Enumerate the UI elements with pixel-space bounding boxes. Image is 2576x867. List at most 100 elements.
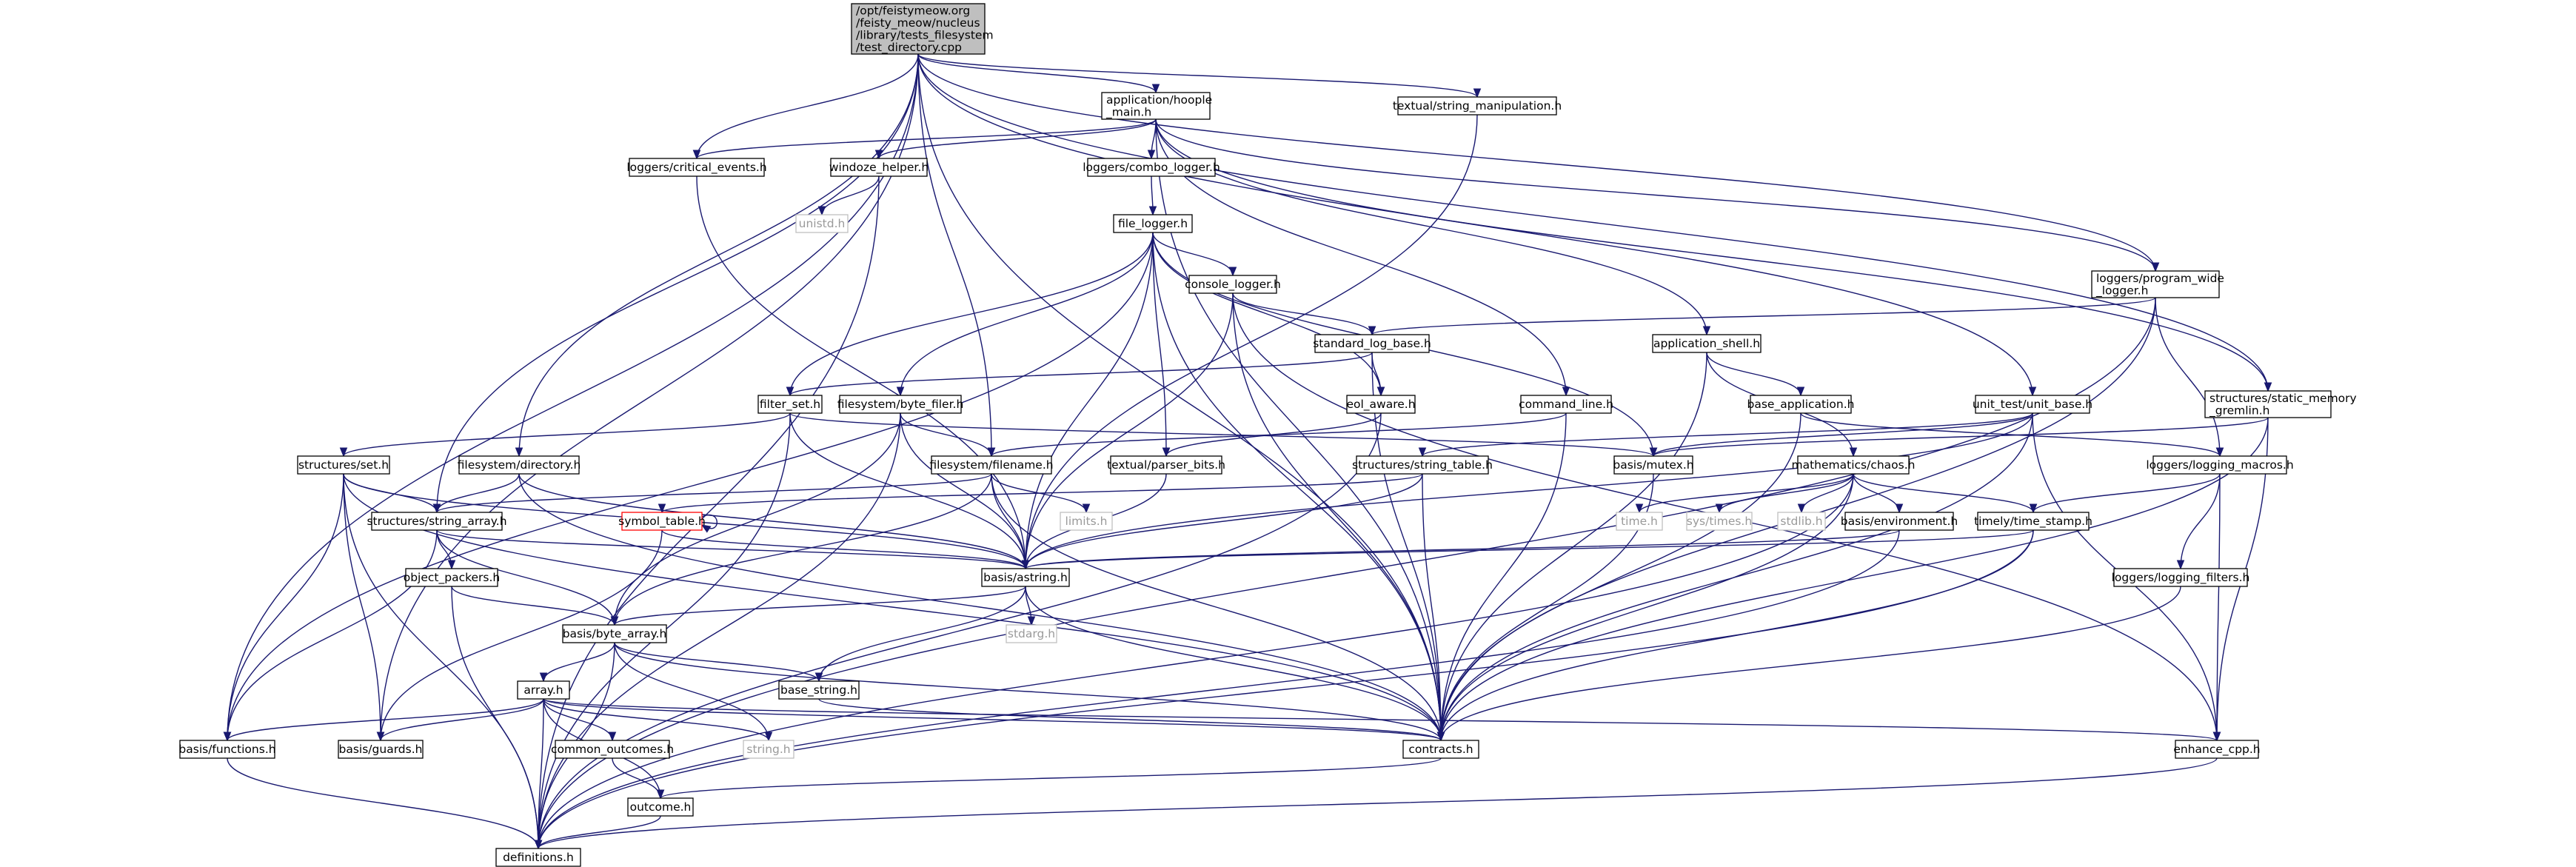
node-program-wide-logger[interactable]: loggers/program_wide_logger.h xyxy=(2091,270,2224,298)
edge-line xyxy=(1025,412,2033,569)
edge-arrowhead xyxy=(1562,386,1570,397)
node-static-memory-gremlin[interactable]: structures/static_memory_gremlin.h xyxy=(2204,390,2357,418)
node-command-line[interactable]: command_line.h xyxy=(1519,395,1613,414)
edge-array-h-to-string-h xyxy=(543,698,773,742)
node-basis-guards[interactable]: basis/guards.h xyxy=(338,740,424,759)
node-byte-filer[interactable]: filesystem/byte_filer.h xyxy=(837,395,964,414)
node-file-logger[interactable]: file_logger.h xyxy=(1113,214,1193,233)
node-common-outcomes[interactable]: common_outcomes.h xyxy=(551,740,674,759)
node-label: basis/byte_array.h xyxy=(563,627,667,641)
edge-line xyxy=(696,53,919,159)
node-contracts[interactable]: contracts.h xyxy=(1402,740,1479,759)
edge-line xyxy=(1653,412,2033,457)
node-label: application_shell.h xyxy=(1653,337,1760,351)
node-eol-aware[interactable]: eol_aware.h xyxy=(1346,395,1416,414)
node-basis-functions[interactable]: basis/functions.h xyxy=(178,740,276,759)
node-box xyxy=(1777,512,1826,531)
node-basis-astring[interactable]: basis/astring.h xyxy=(981,568,1070,587)
node-math-chaos[interactable]: mathematics/chaos.h xyxy=(1792,455,1916,475)
node-hoople[interactable]: application/hoople_main.h xyxy=(1101,92,1212,120)
node-byte-array[interactable]: basis/byte_array.h xyxy=(562,624,667,643)
node-logging-macros[interactable]: loggers/logging_macros.h xyxy=(2146,455,2294,475)
node-enhance-cpp[interactable]: enhance_cpp.h xyxy=(2173,740,2261,759)
node-windoze-helper[interactable]: windoze_helper.h xyxy=(829,158,929,177)
node-unit-base[interactable]: unit_test/unit_base.h xyxy=(1973,395,2092,414)
node-standard-log-base[interactable]: standard_log_base.h xyxy=(1313,334,1431,353)
edge-line xyxy=(1422,412,2033,457)
edge-arrowhead xyxy=(1473,88,1482,98)
node-label: standard_log_base.h xyxy=(1313,337,1431,351)
edge-line xyxy=(436,529,615,626)
node-structures-set[interactable]: structures/set.h xyxy=(297,455,390,475)
edge-arrowhead xyxy=(764,732,773,742)
node-time-stamp[interactable]: timely/time_stamp.h xyxy=(1974,512,2092,531)
node-stdlib[interactable]: stdlib.h xyxy=(1777,512,1826,531)
node-application-shell[interactable]: application_shell.h xyxy=(1652,334,1762,353)
node-root[interactable]: /opt/feistymeow.org/feisty_meow/nucleus/… xyxy=(851,3,994,55)
node-basis-mutex[interactable]: basis/mutex.h xyxy=(1613,455,1694,475)
edge-root-to-hoople xyxy=(917,53,1160,94)
edge-line xyxy=(538,757,2218,849)
edge-arrowhead xyxy=(1082,503,1091,514)
edge-arrowhead xyxy=(896,386,905,397)
node-console-logger[interactable]: console_logger.h xyxy=(1185,275,1281,294)
edge-application-shell-to-base-application xyxy=(1706,352,1805,397)
edge-arrowhead xyxy=(1151,84,1160,94)
edge-line xyxy=(1155,118,1707,335)
node-label: _logger.h xyxy=(2095,284,2148,298)
edge-logging-macros-to-logging-filters xyxy=(2176,473,2221,570)
node-box xyxy=(621,512,703,531)
node-array-h[interactable]: array.h xyxy=(517,680,570,700)
node-base-string[interactable]: base_string.h xyxy=(778,680,860,700)
node-label: /opt/feistymeow.org xyxy=(856,4,970,17)
edge-line xyxy=(818,586,1026,682)
node-object-packers[interactable]: object_packers.h xyxy=(404,568,501,587)
node-string-manip[interactable]: textual/string_manipulation.h xyxy=(1393,96,1562,116)
node-label: loggers/combo_logger.h xyxy=(1083,161,1220,175)
node-label: enhance_cpp.h xyxy=(2173,743,2260,757)
node-label: loggers/program_wide xyxy=(2096,272,2224,286)
node-outcome[interactable]: outcome.h xyxy=(627,797,694,817)
node-definitions[interactable]: definitions.h xyxy=(495,848,581,867)
edge-arrowhead xyxy=(515,447,523,458)
edge-line xyxy=(2180,473,2221,569)
node-box xyxy=(1797,455,1910,475)
node-string-array[interactable]: structures/string_array.h xyxy=(367,512,507,531)
node-filter-set[interactable]: filter_set.h xyxy=(757,395,823,414)
node-box xyxy=(931,455,1052,475)
node-fs-filename[interactable]: filesystem/filename.h xyxy=(929,455,1054,475)
node-symbol-table[interactable]: symbol_table.h xyxy=(618,512,706,531)
node-parser-bits[interactable]: textual/parser_bits.h xyxy=(1107,455,1225,475)
edge-line xyxy=(661,529,1026,569)
edge-line xyxy=(1800,412,2221,457)
edge-line xyxy=(538,412,901,849)
edge-layer xyxy=(223,53,2272,850)
node-limits[interactable]: limits.h xyxy=(1060,512,1113,531)
edge-file-logger-to-contracts xyxy=(1152,232,1445,742)
edge-arrowhead xyxy=(1797,503,1806,514)
node-critical-events[interactable]: loggers/critical_events.h xyxy=(626,158,767,177)
edge-line xyxy=(991,473,1442,741)
edge-line xyxy=(543,698,2218,741)
node-time-h[interactable]: time.h xyxy=(1616,512,1663,531)
edge-fs-directory-to-basis-astring xyxy=(518,473,1030,570)
edge-filter-set-to-basis-mutex xyxy=(789,412,1658,458)
node-combo-logger[interactable]: loggers/combo_logger.h xyxy=(1083,158,1220,177)
node-label: object_packers.h xyxy=(404,571,501,585)
edge-line xyxy=(789,412,1654,457)
node-string-table[interactable]: structures/string_table.h xyxy=(1352,455,1493,475)
edge-arrowhead xyxy=(447,560,456,570)
node-basis-environment[interactable]: basis/environment.h xyxy=(1841,512,1958,531)
node-string-h[interactable]: string.h xyxy=(743,740,794,759)
node-sys-times[interactable]: sys/times.h xyxy=(1686,512,1753,531)
node-stdarg[interactable]: stdarg.h xyxy=(1006,624,1057,643)
edge-arrowhead xyxy=(1436,732,1445,742)
node-logging-filters[interactable]: loggers/logging_filters.h xyxy=(2112,568,2250,587)
edge-line xyxy=(343,473,381,741)
node-fs-directory[interactable]: filesystem/directory.h xyxy=(458,455,581,475)
node-unistd[interactable]: unistd.h xyxy=(795,214,849,233)
edge-array-h-to-common-outcomes xyxy=(543,698,617,742)
edge-line xyxy=(538,529,1900,849)
node-base-application[interactable]: base_application.h xyxy=(1747,395,1855,414)
node-label: loggers/logging_filters.h xyxy=(2112,571,2250,585)
